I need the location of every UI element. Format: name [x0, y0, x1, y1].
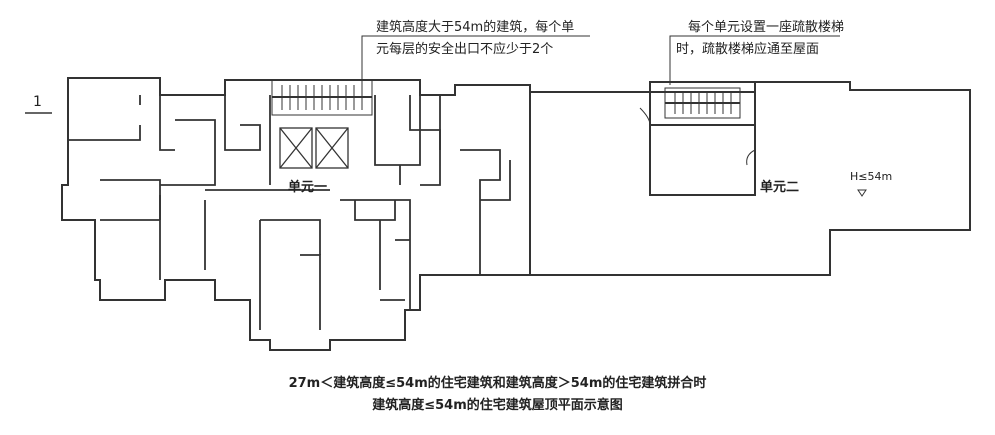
unit2-outline: [529, 81, 971, 276]
note-stair-roof-1: 每个单元设置一座疏散楼梯: [688, 20, 845, 35]
note-egress-requirement-2: 元每层的安全出口不应少于2个: [376, 42, 554, 57]
caption-line1: 27m＜建筑高度≤54m的住宅建筑和建筑高度＞54m的住宅建筑拼合时: [288, 376, 707, 391]
elevator-icons: [279, 127, 349, 169]
unit2-stair: [664, 87, 741, 119]
unit1-interior-walls: [68, 95, 511, 330]
section-mark-label: 1: [33, 94, 42, 110]
unit1-outline: [61, 77, 531, 351]
door-arc: [639, 107, 651, 126]
unit1-label: 单元一: [288, 180, 328, 195]
note-egress-requirement-1: 建筑高度大于54m的建筑，每个单: [376, 20, 575, 35]
height-mark-label: H≤54m: [850, 170, 893, 183]
door-arc: [746, 149, 756, 166]
unit2-label: 单元二: [760, 180, 800, 195]
unit1-stair: [271, 79, 373, 116]
height-mark-triangle: [857, 189, 867, 197]
note-stair-roof-2: 时，疏散楼梯应通至屋面: [676, 42, 820, 57]
unit2-stair-block: [649, 81, 756, 196]
caption-line2: 建筑高度≤54m的住宅建筑屋顶平面示意图: [372, 398, 623, 413]
